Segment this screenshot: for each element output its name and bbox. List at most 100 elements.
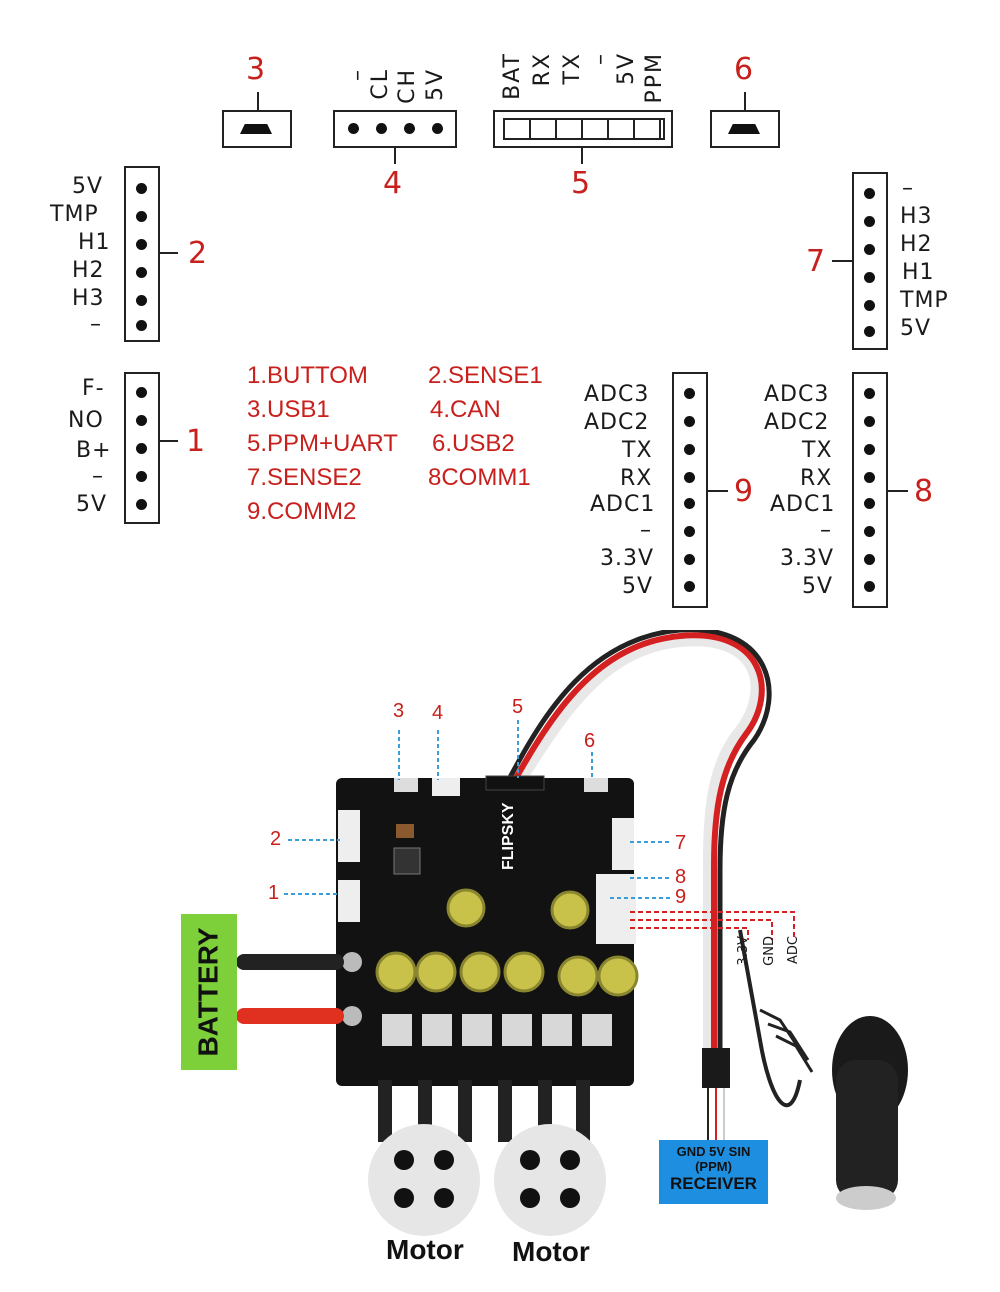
connector-8-pin-6: 3.3V [780,546,835,571]
battery-wire-positive [236,1008,344,1024]
callout-4: 4 [432,702,444,724]
receiver-cable-black [503,630,772,1050]
connector-7-number: 7 [806,244,826,279]
pin-dot [136,183,147,194]
connector-7-sense2 [852,172,888,350]
connector-9-pin-3: RX [620,466,653,491]
board-usb2 [584,778,608,792]
connector-7-pin-4: TMP [900,288,949,313]
capacitor [446,888,486,928]
connector-4-pin-3: 5V [423,68,448,102]
callout-1: 1 [268,882,280,904]
capacitor [557,955,599,997]
pin-dot [348,123,359,134]
connector-4-can [333,110,457,148]
receiver-title: RECEIVER [670,1174,757,1193]
pin-dot [684,581,695,592]
pin-dot [136,387,147,398]
connector-2-pin-1: TMP [50,202,99,227]
board-illustration [236,630,908,1236]
board-button [338,880,360,922]
connector-8-pin-1: ADC2 [764,410,830,435]
pin-dot [136,295,147,306]
connector-9-pin-4: ADC1 [590,492,656,517]
pin-dot [136,471,147,482]
pin-dot [684,498,695,509]
pin-dot [404,123,415,134]
connector-2-pin-4: H3 [72,286,105,311]
pin-header [503,118,665,140]
smd-component [396,824,414,838]
pin-dot [864,444,875,455]
connector-2-pin-0: 5V [72,174,104,199]
pin-dot [864,554,875,565]
connector-7-pin-1: H3 [900,204,933,229]
pin-dot [684,526,695,537]
callout-leaders [284,720,670,899]
motor-phase-wire [498,1080,512,1142]
connector-1-lead [158,440,178,442]
board-sense2 [612,818,634,870]
adc-leaders [630,911,795,940]
pin-dot [136,211,147,222]
connector-9-pin-0: ADC3 [584,382,650,407]
legend-item-6: 6.USB2 [432,430,515,457]
board-usb1 [394,778,418,792]
connector-8-comm1 [852,372,888,608]
pin-dot [136,499,147,510]
legend-item-4: 4.CAN [430,396,501,423]
connector-4-number: 4 [383,166,403,201]
receiver-cable-red [509,632,765,1050]
board-sense1 [338,810,360,862]
connector-6-number: 6 [734,52,754,87]
connector-9-comm2 [672,372,708,608]
pin-dot [864,416,875,427]
board-comm [596,874,636,944]
legend-item-2: 2.SENSE1 [428,362,543,389]
pin-dot [864,388,875,399]
connector-2-pin-2: H1 [78,230,111,255]
connector-4-pin-2: CH [395,68,420,104]
callout-6: 6 [584,730,596,752]
callout-5: 5 [512,696,524,718]
connector-8-pin-0: ADC3 [764,382,830,407]
motor-1-label: Motor [386,1234,464,1265]
legend-item-8: 8COMM1 [428,464,531,491]
pin-dot [864,498,875,509]
connector-6-usb [710,110,780,148]
connector-8-pin-4: ADC1 [770,492,836,517]
pin-dot [864,272,875,283]
connector-8-number: 8 [914,474,934,509]
legend-item-3: 3.USB1 [247,396,330,423]
connector-3-lead [257,92,259,110]
connector-5-pin-2: TX [560,52,585,85]
connector-1-pin-4: 5V [76,492,108,517]
connector-1-pin-0: F- [82,376,105,401]
adc-label-3v3: 3.3V [736,936,751,966]
motor-phase-wire [458,1080,472,1142]
connector-5-pin-1: RX [530,52,555,87]
receiver-cable-white [513,636,761,1050]
receiver-box: GND 5V SIN (PPM) RECEIVER [659,1140,768,1204]
connector-9-pin-7: 5V [622,574,654,599]
connector-5-pin-0: BAT [500,52,525,100]
adc-label-adc: ADC [786,936,801,964]
board-can [432,778,460,796]
adc-wire-ends [759,1008,814,1073]
battery-terminal-positive [342,1006,362,1026]
inductor [393,847,421,875]
receiver-pin-leads [707,1088,725,1150]
pin-dot [864,244,875,255]
usb-port-icon [728,124,760,134]
motor-2-icon [494,1124,606,1236]
connector-9-pin-5: – [640,518,652,543]
pin-dot [684,388,695,399]
battery-terminal-negative [342,952,362,972]
receiver-pins-label: GND 5V SIN [676,1144,751,1159]
connector-5-uart [493,110,673,148]
legend-item-9: 9.COMM2 [247,498,357,525]
connector-4-lead [394,146,396,164]
pin-dot [864,526,875,537]
connector-2-number: 2 [188,236,208,271]
pin-dot [684,416,695,427]
